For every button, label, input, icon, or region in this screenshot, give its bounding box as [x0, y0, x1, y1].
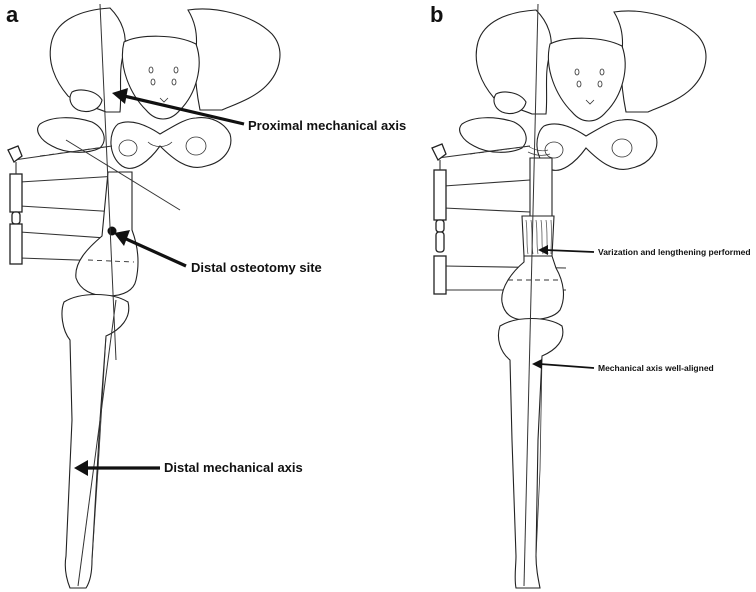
arrow-varization	[538, 245, 595, 255]
femur-a	[75, 171, 139, 297]
arrow-distal-axis	[74, 460, 160, 476]
label-axis-aligned: Mechanical axis well-aligned	[598, 363, 714, 373]
panel-a: a	[6, 2, 406, 589]
tibia-a	[61, 294, 130, 589]
label-varization: Varization and lengthening performed	[598, 247, 751, 257]
pelvis-a	[37, 7, 281, 169]
proximal-axis-line-a	[99, 3, 117, 361]
femur-b	[501, 145, 565, 321]
tibia-b	[497, 318, 564, 589]
label-proximal-axis: Proximal mechanical axis	[248, 118, 406, 133]
panel-a-letter: a	[6, 2, 19, 27]
panel-b-letter: b	[430, 2, 443, 27]
arrow-axis-aligned	[532, 359, 595, 369]
arrow-proximal-axis	[112, 88, 245, 126]
label-distal-axis: Distal mechanical axis	[164, 460, 303, 475]
panel-b: b	[430, 2, 751, 589]
mechanical-axis-line-b	[523, 3, 539, 587]
label-osteotomy-site: Distal osteotomy site	[191, 260, 322, 275]
pelvis-b	[459, 9, 707, 171]
oblique-line-a	[65, 139, 181, 211]
arrow-osteotomy	[114, 230, 187, 268]
distal-axis-line-a	[77, 299, 117, 587]
